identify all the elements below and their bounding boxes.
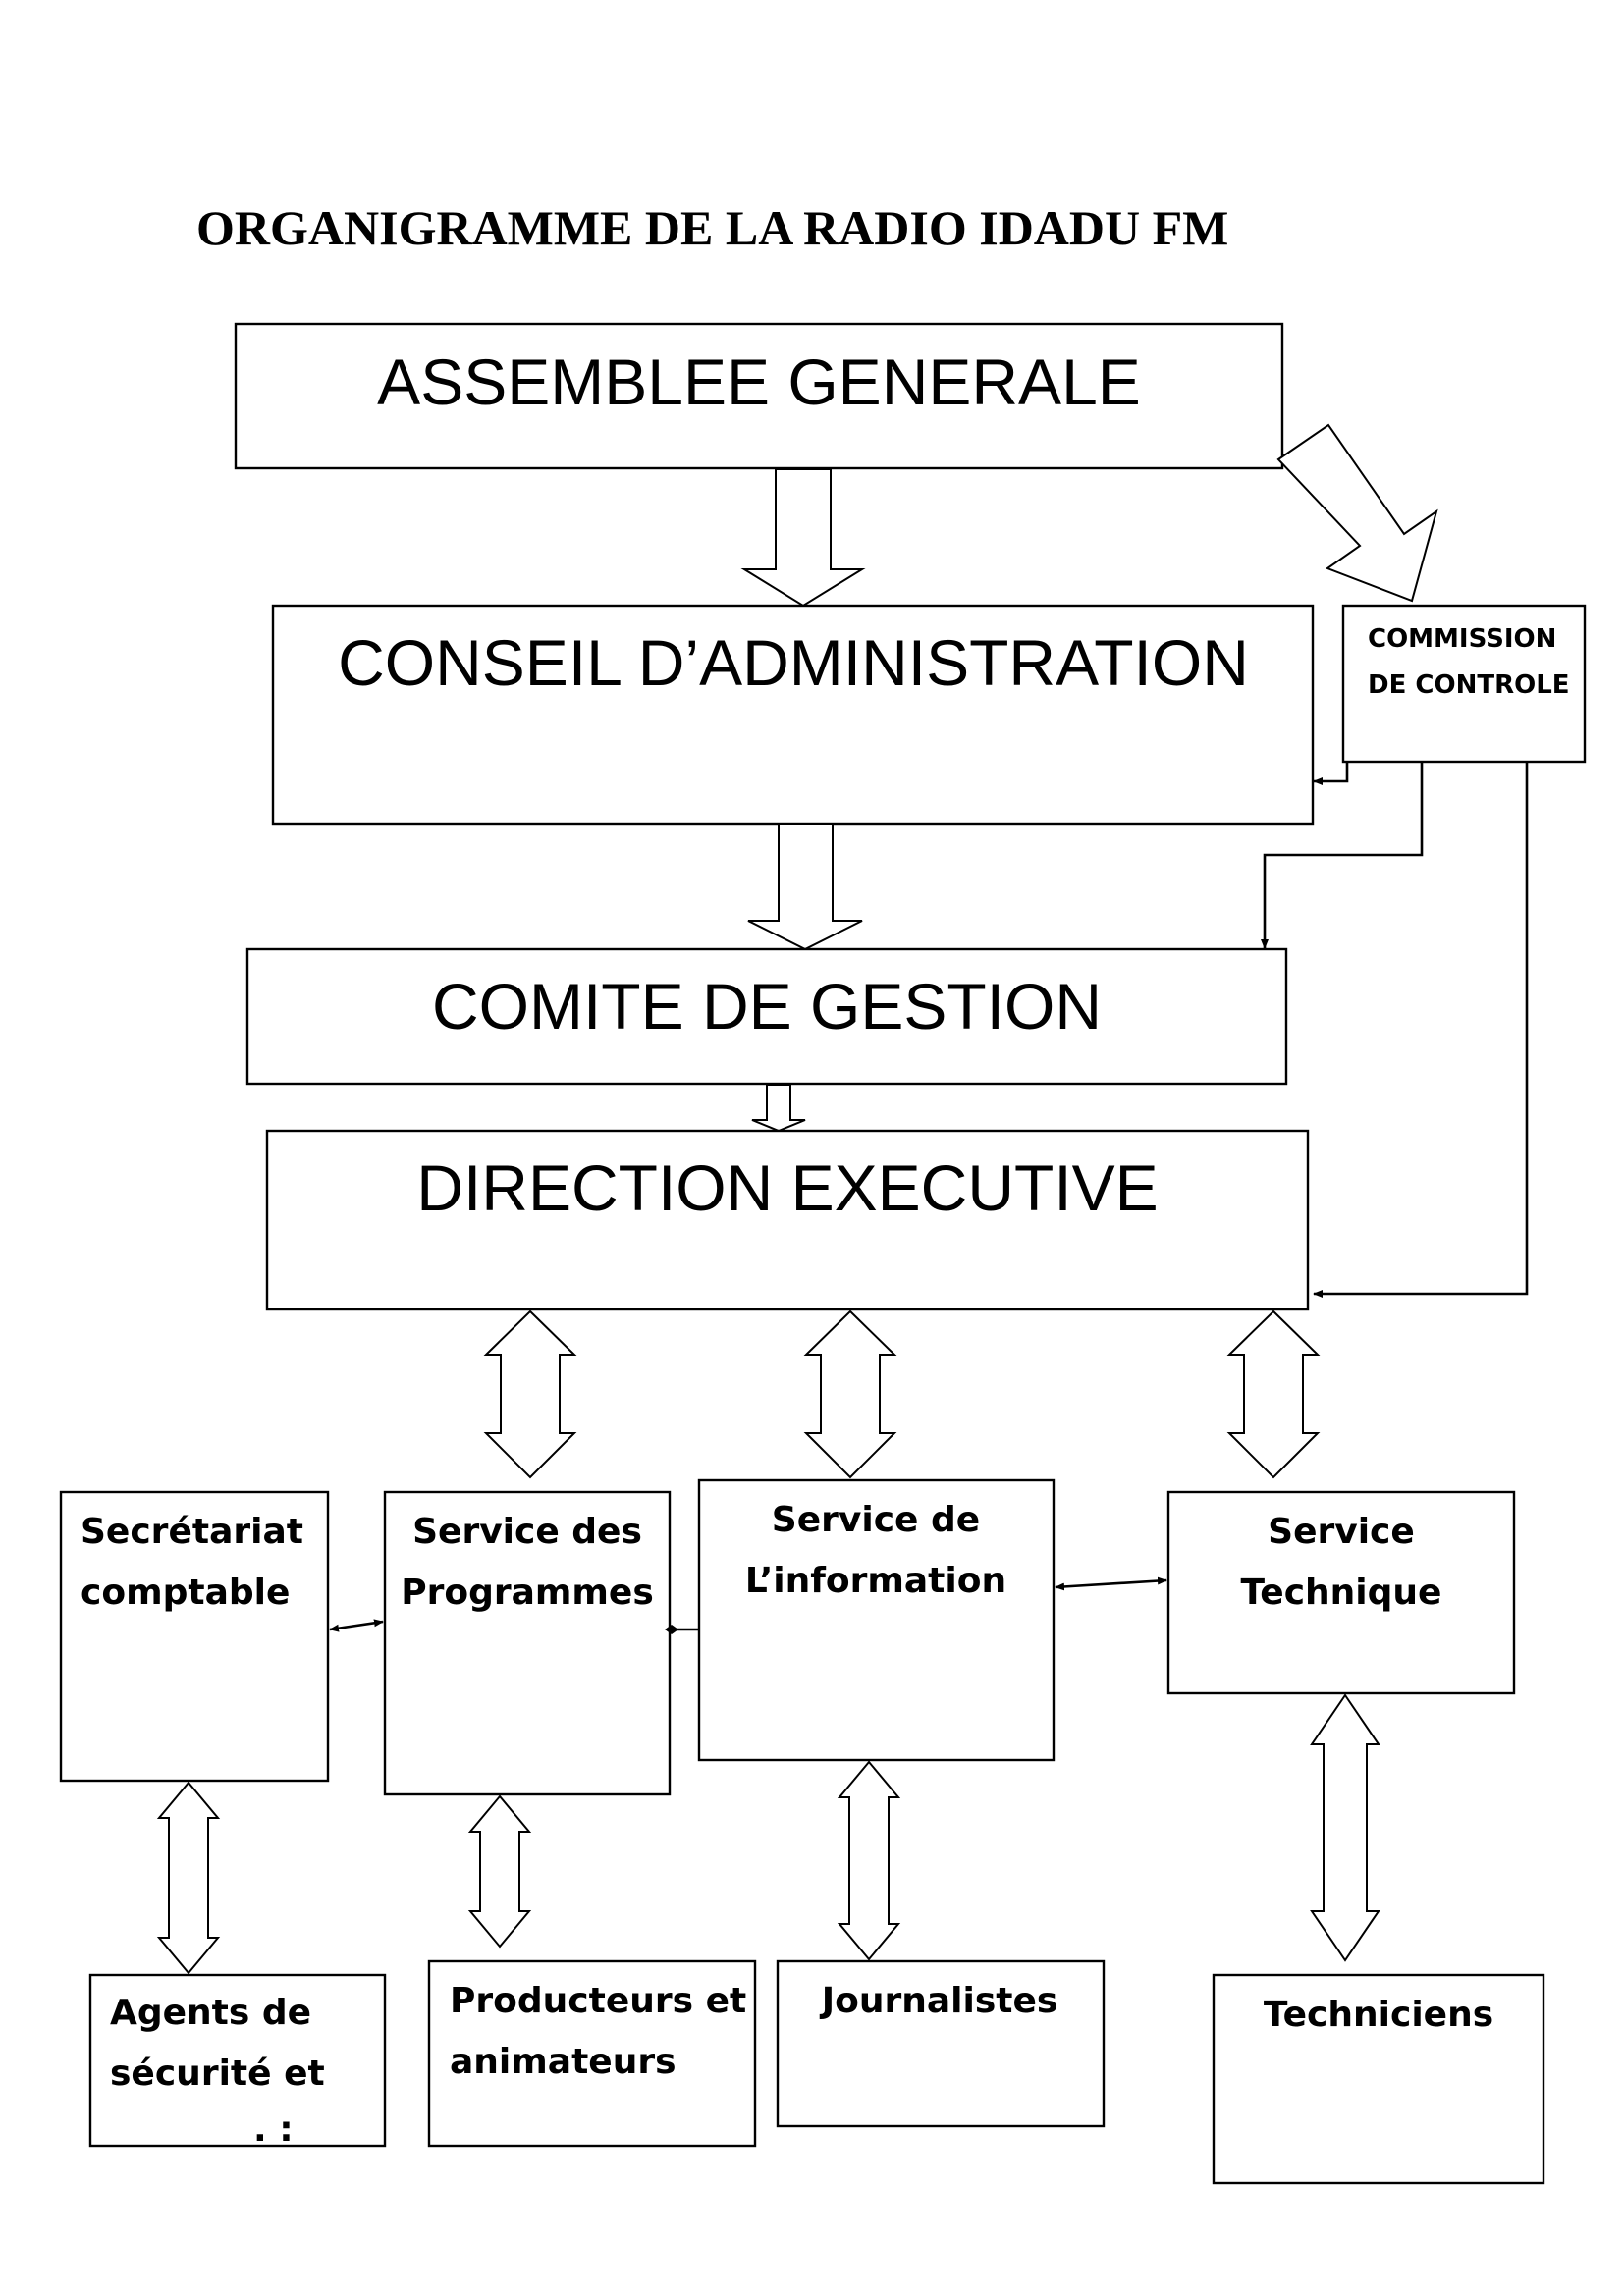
chart-title: ORGANIGRAMME DE LA RADIO IDADU FM	[196, 200, 1228, 255]
box-journalistes: Journalistes	[776, 1959, 1106, 2128]
producteurs-label-line2: animateurs	[450, 2042, 677, 2082]
technique-label-line2: Technique	[1241, 1573, 1442, 1613]
arrow-secretariat-agents	[156, 1781, 221, 1975]
arrow-direction-technique	[1226, 1309, 1321, 1479]
box-techniciens: Techniciens	[1212, 1973, 1545, 2185]
connector-secretariat-programmes	[329, 1619, 384, 1632]
agents-label-line2: sécurité et	[110, 2054, 325, 2094]
connector-information-technique	[1055, 1576, 1167, 1591]
box-producteurs-animateurs: Producteurs et animateurs	[427, 1959, 757, 2148]
arrow-direction-programmes	[483, 1309, 577, 1479]
arrow-technique-techniciens	[1310, 1693, 1380, 1962]
producteurs-label-line1: Producteurs et	[450, 1981, 746, 2021]
agents-label-line1: Agents de	[110, 1993, 311, 2033]
box-agents-securite: Agents de sécurité et . :	[88, 1973, 387, 2150]
agents-label-line3: . :	[253, 2109, 294, 2150]
box-conseil-administration: CONSEIL D’ADMINISTRATION	[271, 604, 1315, 826]
connector-commission-comite	[1261, 763, 1424, 949]
box-comite-gestion: COMITE DE GESTION	[245, 947, 1288, 1086]
arrow-information-journalistes	[837, 1760, 901, 1961]
journalistes-label: Journalistes	[819, 1981, 1058, 2021]
box-secretariat-comptable: Secrétariat comptable	[59, 1490, 330, 1783]
assemblee-label: ASSEMBLEE GENERALE	[377, 346, 1141, 418]
connector-commission-direction	[1313, 763, 1529, 1298]
arrow-programmes-producteurs	[467, 1794, 532, 1949]
commission-label-line2: DE CONTROLE	[1368, 670, 1570, 700]
box-commission-controle: COMMISSION DE CONTROLE	[1341, 604, 1587, 764]
direction-label: DIRECTION EXECUTIVE	[416, 1151, 1158, 1224]
arrow-direction-information	[803, 1309, 897, 1479]
secretariat-label-line1: Secrétariat	[81, 1512, 303, 1552]
box-service-programmes: Service des Programmes	[383, 1490, 672, 1796]
arrow-conseil-comite	[747, 823, 863, 951]
box-service-information: Service de L’information	[697, 1478, 1056, 1762]
box-assemblee-generale: ASSEMBLEE GENERALE	[234, 322, 1284, 470]
information-label-line2: L’information	[745, 1561, 1006, 1601]
programmes-label-line2: Programmes	[401, 1573, 654, 1613]
box-service-technique: Service Technique	[1166, 1490, 1516, 1695]
box-direction-executive: DIRECTION EXECUTIVE	[265, 1129, 1310, 1311]
information-label-line1: Service de	[772, 1500, 980, 1540]
arrow-comite-direction	[751, 1084, 806, 1133]
conseil-label: CONSEIL D’ADMINISTRATION	[338, 626, 1249, 699]
secretariat-label-line2: comptable	[81, 1573, 290, 1613]
techniciens-label: Techniciens	[1264, 1995, 1493, 2035]
arrow-assemblee-commission	[1276, 423, 1438, 603]
connector-commission-conseil	[1313, 763, 1349, 785]
arrow-assemblee-conseil	[740, 468, 866, 608]
technique-label-line1: Service	[1268, 1512, 1415, 1552]
comite-label: COMITE DE GESTION	[432, 970, 1102, 1042]
commission-label-line1: COMMISSION	[1368, 624, 1556, 654]
programmes-label-line1: Service des	[412, 1512, 642, 1552]
